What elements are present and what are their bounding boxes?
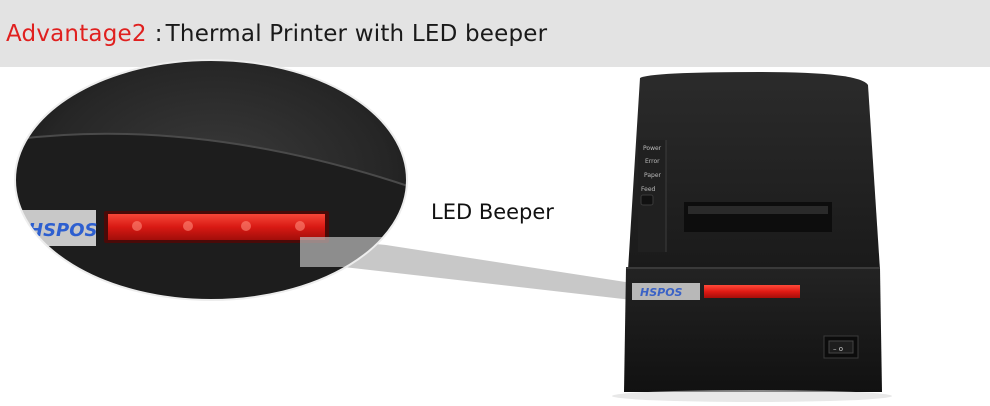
thermal-printer: Power Error Paper Feed HSPOS – o xyxy=(612,72,892,402)
title-separator: : xyxy=(154,20,163,47)
feed-button xyxy=(640,194,654,206)
advantage-label: Advantage2 xyxy=(6,20,147,47)
indicator-error: Error xyxy=(645,158,660,165)
title-bar: Advantage2:Thermal Printer with LED beep… xyxy=(0,0,990,67)
indicator-feed: Feed xyxy=(641,186,656,193)
page-title: Advantage2:Thermal Printer with LED beep… xyxy=(6,21,547,47)
title-main: Thermal Printer with LED beeper xyxy=(165,20,548,47)
indicator-paper: Paper xyxy=(644,172,662,179)
zoom-bubble: HSPOS xyxy=(15,60,407,300)
led-strip xyxy=(704,285,800,298)
indicator-power: Power xyxy=(643,145,662,152)
zoom-brand-logo: HSPOS xyxy=(28,220,98,241)
callout-beam xyxy=(300,237,632,300)
led-beeper-label: LED Beeper xyxy=(431,200,554,224)
svg-text:– o: – o xyxy=(833,345,843,353)
printer-logo-plate xyxy=(632,283,700,300)
printer-brand-logo: HSPOS xyxy=(640,286,683,299)
